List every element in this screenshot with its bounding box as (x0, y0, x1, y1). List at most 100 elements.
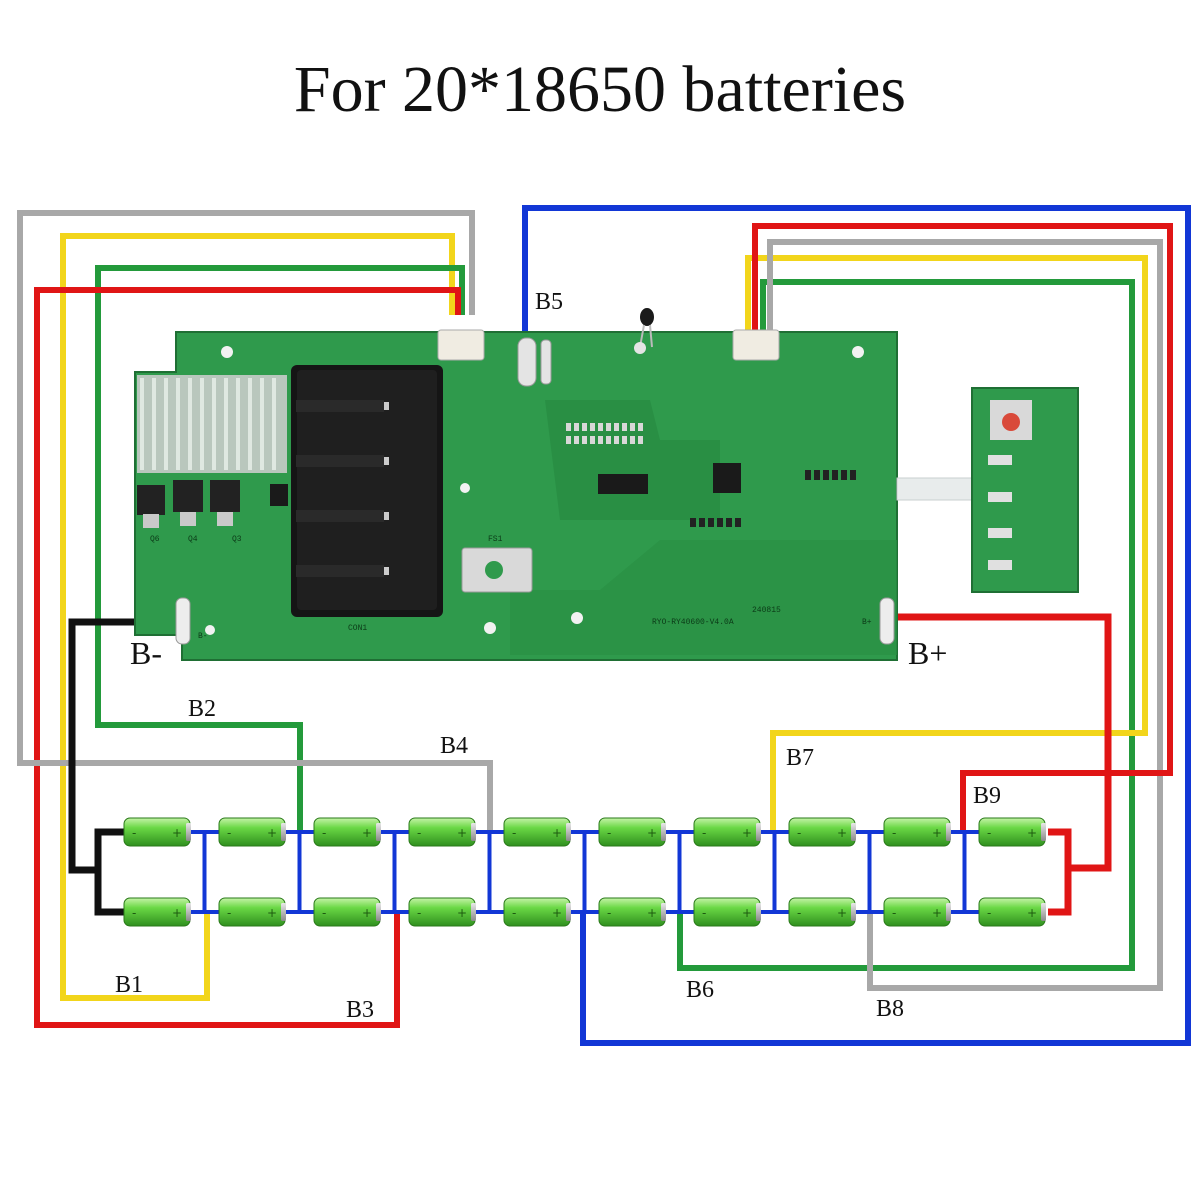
labels: B- B+ B1 B2 B3 B4 B5 B6 B7 B8 B9 (115, 289, 1001, 1023)
cell-plus-mark: + (647, 906, 657, 920)
label-b7: B7 (786, 745, 814, 771)
cell-minus-mark: - (987, 826, 991, 840)
cell-plus-mark: + (362, 826, 372, 840)
wire-b8-gray (767, 239, 1163, 991)
battery-cell: -+ (503, 897, 571, 927)
cell-plus-mark: + (172, 906, 182, 920)
smd-part (630, 436, 635, 444)
smd-part (566, 436, 571, 444)
cell-plus-mark: + (457, 826, 467, 840)
fuse-fs1: FS1 (461, 535, 533, 593)
smd-part (708, 518, 714, 527)
silk-bplus: B+ (862, 618, 872, 627)
ic-mcu (713, 463, 741, 493)
bms-pcb: Q6 Q4 Q3 CON1 FS1 (134, 308, 974, 661)
smd-part (574, 436, 579, 444)
smd-part (590, 423, 595, 431)
smd-part (630, 423, 635, 431)
wire-b6-green (677, 279, 1135, 971)
balance-connector-left (437, 329, 485, 361)
cell-plus-mark: + (1027, 906, 1037, 920)
smd-part (638, 423, 643, 431)
cell-cap (376, 903, 381, 921)
b5-solder-pad (517, 337, 537, 387)
cell-minus-mark: - (987, 906, 991, 920)
cell-plus-mark: + (1027, 826, 1037, 840)
cell-cap (661, 903, 666, 921)
cell-minus-mark: - (132, 906, 136, 920)
battery-cell: -+ (123, 897, 191, 927)
cell-plus-mark: + (552, 906, 562, 920)
cell-plus-mark: + (742, 826, 752, 840)
battery-cell: -+ (883, 817, 951, 847)
cell-minus-mark: - (227, 906, 231, 920)
smd-part (832, 470, 838, 480)
cell-cap (471, 823, 476, 841)
cell-cap (756, 823, 761, 841)
silk-date: 240815 (752, 606, 781, 615)
label-b-plus: B+ (908, 635, 947, 671)
battery-cell: -+ (123, 817, 191, 847)
smd-part (814, 470, 820, 480)
cell-minus-mark: - (417, 906, 421, 920)
label-b5: B5 (535, 289, 563, 315)
cell-minus-mark: - (512, 826, 516, 840)
smd-part (690, 518, 696, 527)
wire-bminus-black (68, 618, 182, 916)
smd-part (622, 436, 627, 444)
smd-part (566, 423, 571, 431)
cell-plus-mark: + (932, 826, 942, 840)
battery-pack: -+-+-+-+-+-+-+-+-+-+-+-+-+-+-+-+-+-+-+-+ (123, 817, 1046, 927)
mosfet-row: Q6 Q4 Q3 (137, 480, 288, 544)
smd-resistor-array (566, 423, 856, 527)
battery-cell: -+ (693, 817, 761, 847)
mounting-holes (205, 346, 864, 635)
bminus-pad (175, 597, 191, 645)
wire-b1-yellow (60, 233, 455, 1001)
cell-plus-mark: + (457, 906, 467, 920)
cell-plus-mark: + (742, 906, 752, 920)
cell-cap (851, 903, 856, 921)
cell-minus-mark: - (512, 906, 516, 920)
page-title: For 20*18650 batteries (293, 53, 907, 126)
cell-cap (946, 903, 951, 921)
cell-plus-mark: + (647, 826, 657, 840)
cell-minus-mark: - (607, 906, 611, 920)
smd-part (726, 518, 732, 527)
battery-cell: -+ (598, 897, 666, 927)
label-b8: B8 (876, 996, 904, 1022)
battery-cell: -+ (503, 817, 571, 847)
wire-b2-green (95, 265, 465, 832)
cell-cap (281, 903, 286, 921)
cell-minus-mark: - (132, 826, 136, 840)
thermistor (634, 308, 654, 354)
cell-plus-mark: + (267, 906, 277, 920)
smd-part (638, 436, 643, 444)
parallel-links (190, 830, 979, 914)
cell-minus-mark: - (417, 826, 421, 840)
smd-part (699, 518, 705, 527)
silk-q4: Q4 (188, 535, 198, 544)
cell-plus-mark: + (552, 826, 562, 840)
cell-cap (376, 823, 381, 841)
cell-cap (851, 823, 856, 841)
button-pcb (971, 387, 1079, 593)
smd-part (717, 518, 723, 527)
cell-minus-mark: - (607, 826, 611, 840)
cell-cap (186, 823, 191, 841)
smd-part (598, 423, 603, 431)
battery-cell: -+ (978, 897, 1046, 927)
ribbon-cable (896, 477, 974, 501)
battery-cell: -+ (313, 817, 381, 847)
smd-part (574, 423, 579, 431)
smd-part (841, 470, 847, 480)
smd-part (735, 518, 741, 527)
silk-q6: Q6 (150, 535, 160, 544)
wire-b5-blue (522, 205, 1191, 1046)
smd-part (622, 423, 627, 431)
wire-b7-yellow (745, 255, 1148, 832)
label-b4: B4 (440, 733, 468, 759)
smd-part (598, 436, 603, 444)
label-b6: B6 (686, 977, 714, 1003)
